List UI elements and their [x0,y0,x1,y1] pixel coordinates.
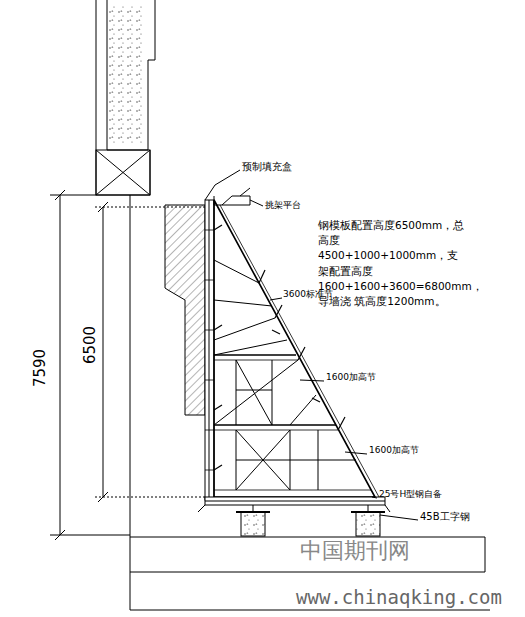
watermark: www.chinaqking.com [296,586,502,609]
callout-label: 1600加高节 [369,445,419,456]
dimension-label: 7590 [31,347,49,389]
dimension-label: 6500 [81,324,99,366]
callout-label: 挑架平台 [265,200,301,211]
watermark: 中国期刊网 [300,538,410,564]
callout-label: 25号H型钢自备 [379,489,442,500]
callout-label: 1600加高节 [326,372,376,383]
callout-label: 45B工字钢 [420,511,470,523]
callout-label: 预制填充盒 [242,161,292,173]
callout-label: 3600标准节 [283,289,333,300]
design-note: 钢模板配置高度6500mm，总高度 4500+1000+1000mm，支架配置高… [318,218,466,309]
